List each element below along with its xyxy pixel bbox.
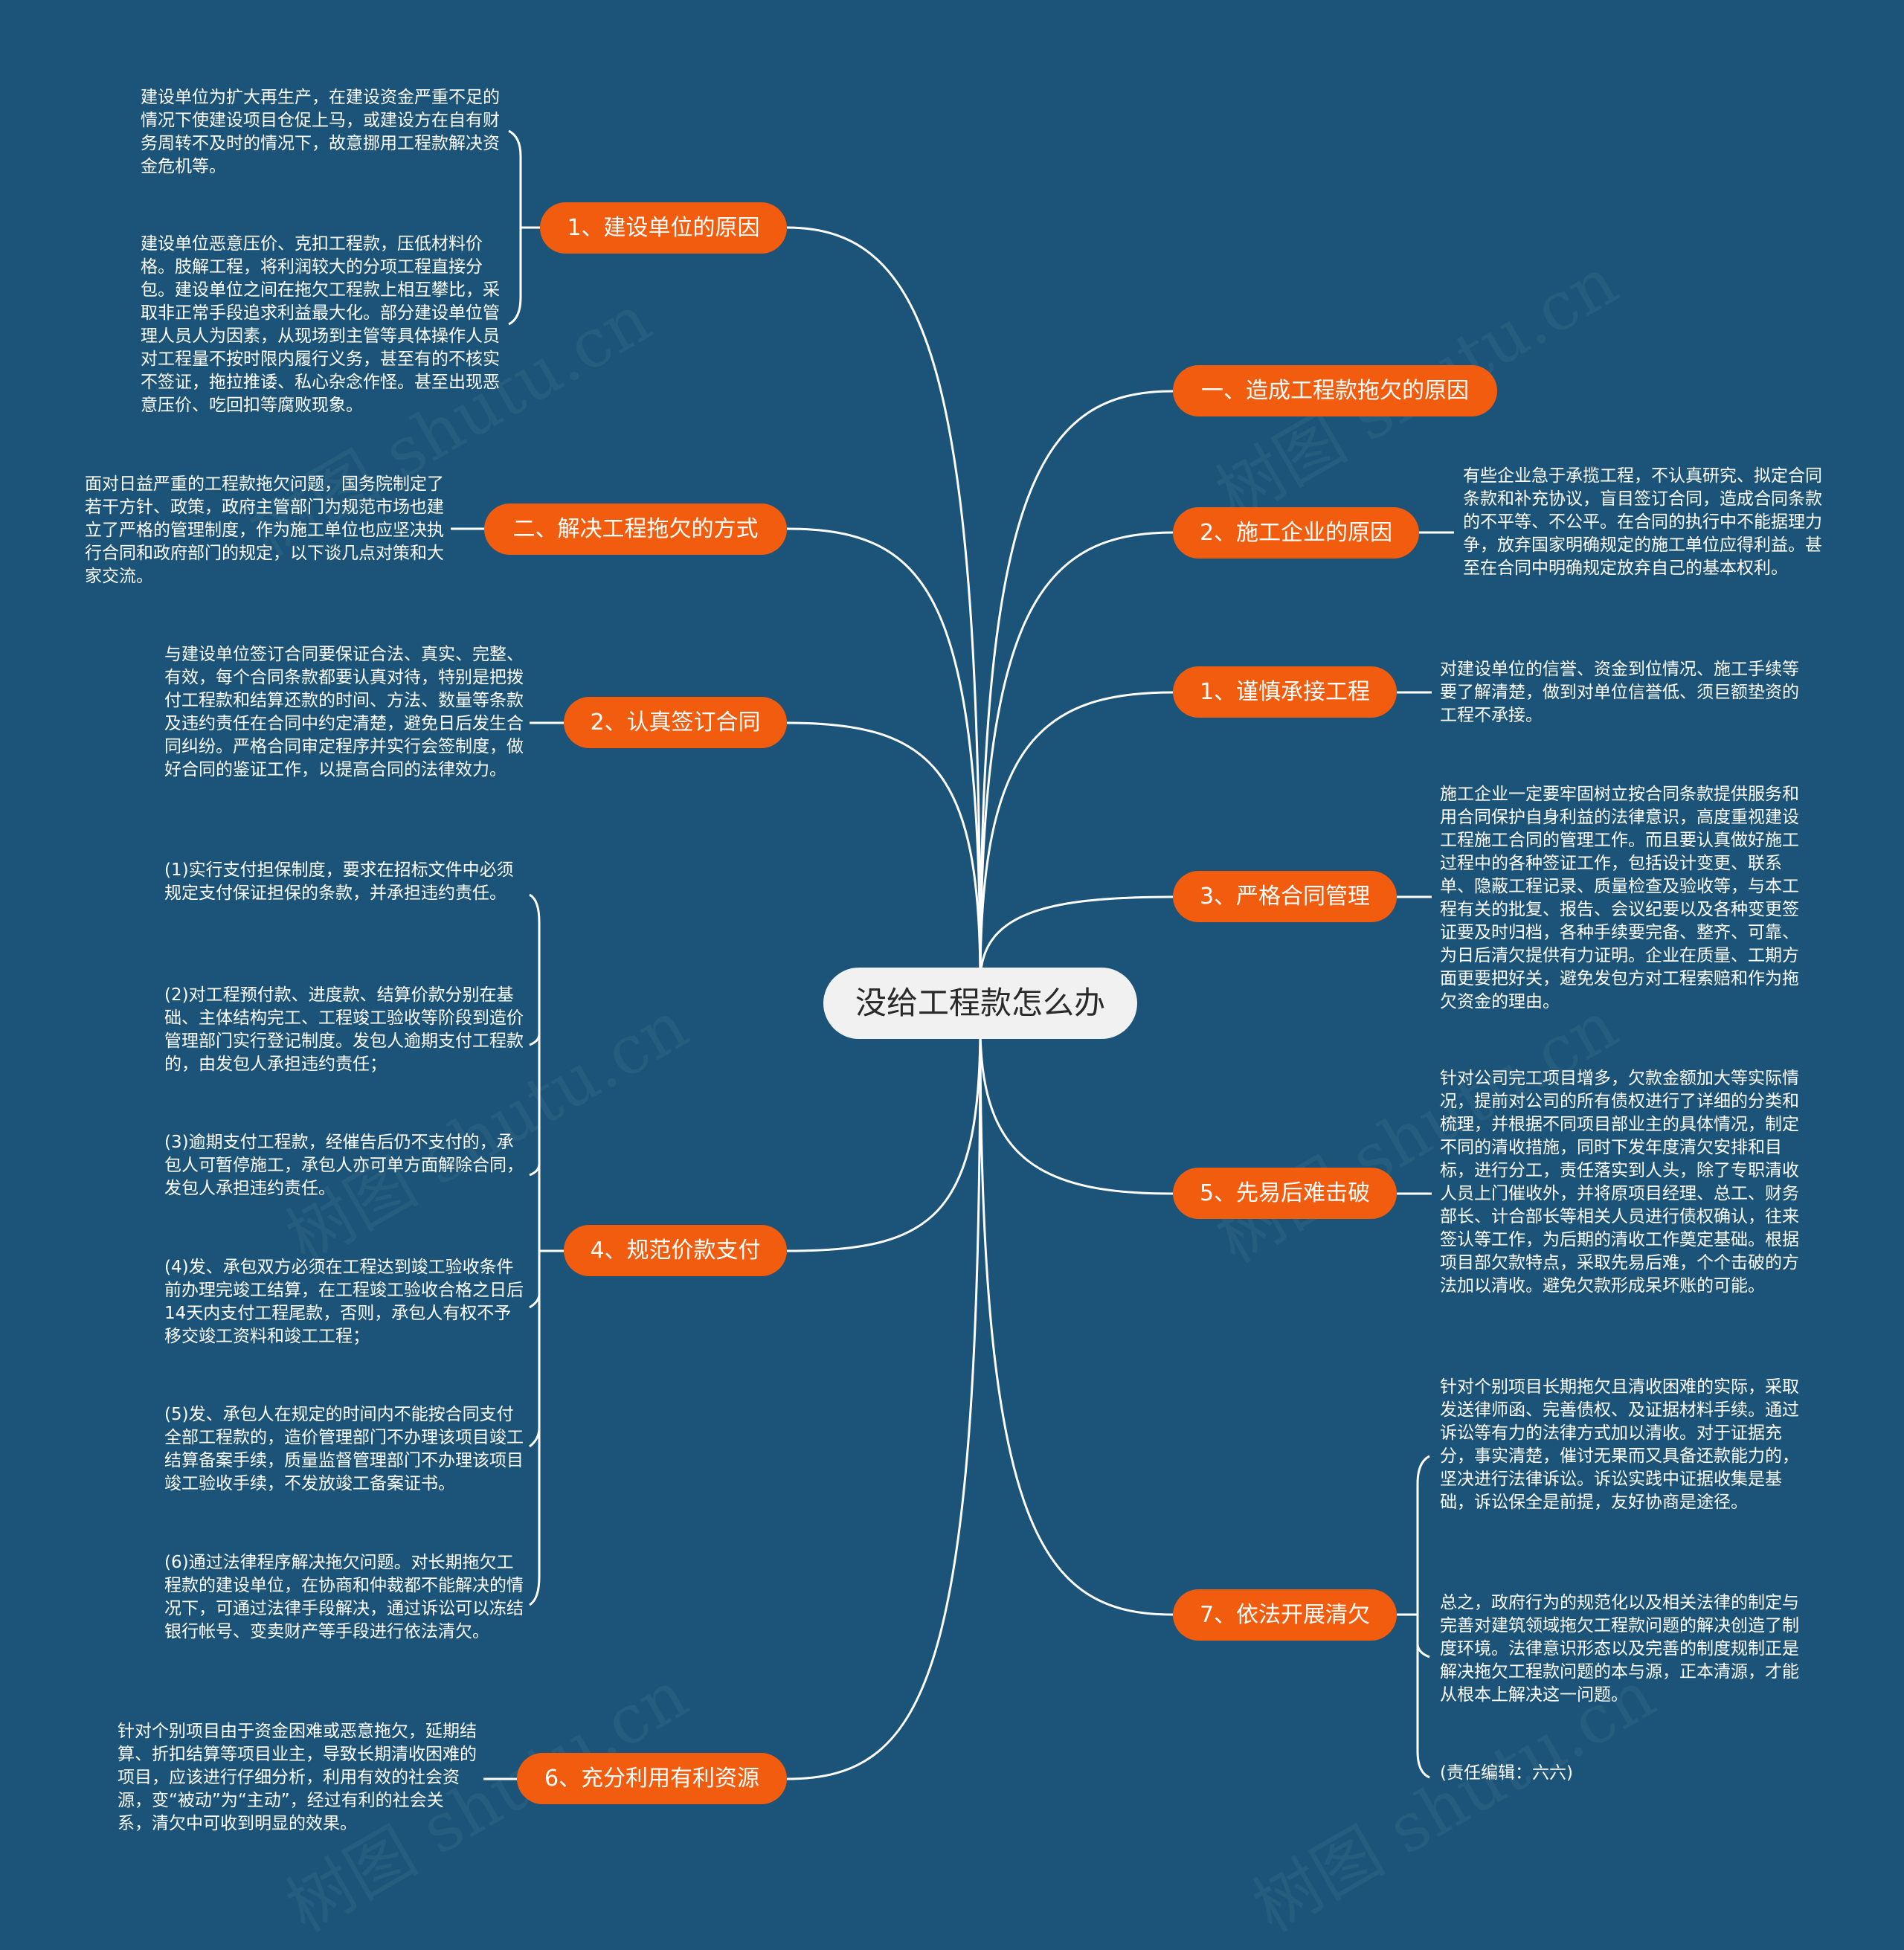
- detail-text: 建设单位为扩大再生产，在建设资金严重不足的情况下使建设项目仓促上马，或建设方在自…: [141, 88, 500, 176]
- detail-text: 面对日益严重的工程款拖欠问题，国务院制定了若干方针、政策，政府主管部门为规范市场…: [85, 474, 444, 586]
- detail-text: (5)发、承包人在规定的时间内不能按合同支付全部工程款的，造价管理部门不办理该项…: [164, 1405, 524, 1493]
- topic-left-sign-contract[interactable]: 2、认真签订合同: [564, 697, 787, 748]
- detail-text: (4)发、承包双方必须在工程达到竣工验收条件前办理完竣工结算，在工程竣工验收合格…: [164, 1258, 524, 1346]
- topic-right-contract-management[interactable]: 3、严格合同管理: [1173, 871, 1397, 922]
- detail-text: 施工企业一定要牢固树立按合同条款提供服务和用合同保护自身利益的法律意识，高度重视…: [1440, 785, 1799, 1011]
- topic-right-causes[interactable]: 一、造成工程款拖欠的原因: [1173, 365, 1497, 416]
- detail-text: (1)实行支付担保制度，要求在招标文件中必须规定支付保证担保的条款，并承担违约责…: [164, 860, 514, 903]
- link-left-4: [786, 1026, 982, 1252]
- detail-text: (6)通过法律程序解决拖欠问题。对长期拖欠工程款的建设单位，在协商和仲裁都不能解…: [164, 1553, 524, 1641]
- bracket-left-1: [508, 129, 540, 326]
- topic-right-legal-collection[interactable]: 7、依法开展清欠: [1173, 1589, 1397, 1641]
- central-topic[interactable]: 没给工程款怎么办: [823, 968, 1137, 1039]
- link-left-5: [786, 1026, 982, 1780]
- link-right-4: [979, 895, 1174, 982]
- link-left-1: [786, 226, 982, 982]
- link-right-1: [979, 390, 1174, 982]
- topic-right-careful-undertake[interactable]: 1、谨慎承接工程: [1173, 666, 1397, 718]
- detail-text: (2)对工程预付款、进度款、结算价款分别在基础、主体结构完工、工程竣工验收等阶段…: [164, 985, 524, 1074]
- editor-note: (责任编辑：六六): [1440, 1763, 1573, 1783]
- detail-text: 针对公司完工项目增多，欠款金额加大等实际情况，提前对公司的所有债权进行了详细的分…: [1440, 1069, 1799, 1296]
- topic-left-construction-unit-causes[interactable]: 1、建设单位的原因: [540, 202, 787, 254]
- topic-left-resources[interactable]: 6、充分利用有利资源: [517, 1753, 787, 1804]
- link-right-3: [979, 691, 1174, 982]
- link-right-6: [979, 1026, 1174, 1616]
- link-right-5: [979, 1026, 1174, 1195]
- topic-right-easy-first[interactable]: 5、先易后难击破: [1173, 1168, 1397, 1219]
- detail-text: (3)逾期支付工程款，经催告后仍不支付的，承包人可暂停施工，承包人亦可单方面解除…: [164, 1133, 524, 1198]
- topic-left-solutions[interactable]: 二、解决工程拖欠的方式: [484, 503, 787, 555]
- topic-left-payment[interactable]: 4、规范价款支付: [564, 1225, 787, 1276]
- detail-text: 与建设单位签订合同要保证合法、真实、完整、有效，每个合同条款都要认真对待，特别是…: [164, 645, 524, 779]
- detail-text: 总之，政府行为的规范化以及相关法律的制定与完善对建筑领域拖欠工程款问题的解决创造…: [1440, 1593, 1799, 1705]
- topic-right-contractor-causes[interactable]: 2、施工企业的原因: [1173, 507, 1419, 559]
- bracket-left-4: [529, 893, 564, 1606]
- bracket-right-7: [1397, 1455, 1430, 1779]
- link-left-3: [786, 721, 982, 982]
- link-left-2: [786, 527, 982, 982]
- detail-text: 针对个别项目长期拖欠且清收困难的实际，采取发送律师函、完善债权、及证据材料手续。…: [1440, 1377, 1799, 1512]
- detail-text: 有些企业急于承揽工程，不认真研究、拟定合同条款和补充协议，盲目签订合同，造成合同…: [1463, 466, 1822, 578]
- detail-text: 针对个别项目由于资金困难或恶意拖欠，延期结算、折扣结算等项目业主，导致长期清收困…: [118, 1722, 477, 1833]
- detail-text: 对建设单位的信誉、资金到位情况、施工手续等要了解清楚，做到对单位信誉低、须巨额垫…: [1440, 660, 1799, 725]
- link-right-2: [979, 531, 1174, 982]
- detail-text: 建设单位恶意压价、克扣工程款，压低材料价格。肢解工程，将利润较大的分项工程直接分…: [141, 234, 500, 415]
